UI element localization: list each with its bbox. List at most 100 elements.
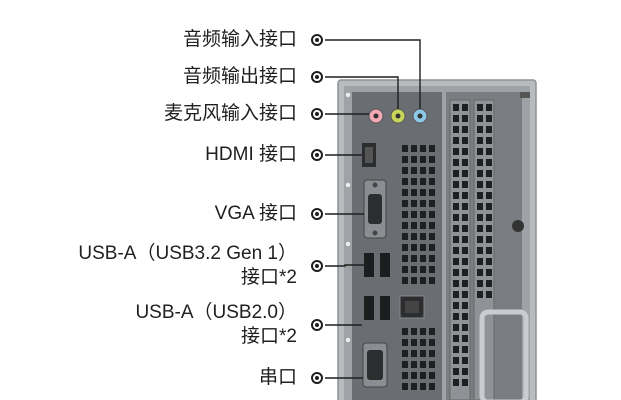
vent-hole bbox=[429, 383, 435, 390]
label-vga: VGA 接口 bbox=[214, 203, 297, 224]
vent-hole bbox=[411, 167, 417, 174]
vent-hole bbox=[462, 335, 468, 342]
vent-hole bbox=[462, 126, 468, 133]
vent-hole bbox=[411, 328, 417, 335]
vent-hole bbox=[429, 361, 435, 368]
vga-screw bbox=[372, 230, 378, 236]
vent-hole bbox=[486, 192, 492, 199]
vent-hole bbox=[453, 192, 459, 199]
vent-hole bbox=[411, 372, 417, 379]
vent-hole bbox=[402, 339, 408, 346]
vent-hole bbox=[477, 159, 483, 166]
vga-screw bbox=[372, 182, 378, 188]
screw bbox=[345, 182, 351, 188]
vent-hole bbox=[411, 189, 417, 196]
vent-hole bbox=[462, 324, 468, 331]
vent-hole bbox=[453, 170, 459, 177]
vent-hole bbox=[462, 313, 468, 320]
vent-hole bbox=[462, 379, 468, 386]
vent-hole bbox=[486, 181, 492, 188]
vent-hole bbox=[429, 372, 435, 379]
vent-hole bbox=[477, 247, 483, 254]
vent-hole bbox=[429, 189, 435, 196]
vent-hole bbox=[453, 357, 459, 364]
vent-hole bbox=[462, 258, 468, 265]
dot-audio-in bbox=[311, 34, 323, 46]
audio-out-jack-hole bbox=[395, 113, 401, 119]
vent-hole bbox=[411, 266, 417, 273]
vent-hole bbox=[420, 328, 426, 335]
vent-hole bbox=[402, 328, 408, 335]
vent-hole bbox=[429, 167, 435, 174]
vent-hole bbox=[402, 233, 408, 240]
vent-hole bbox=[453, 203, 459, 210]
vent-hole bbox=[411, 200, 417, 207]
vent-hole bbox=[411, 277, 417, 284]
vent-hole bbox=[486, 225, 492, 232]
vent-hole bbox=[420, 200, 426, 207]
vent-hole bbox=[462, 115, 468, 122]
vent-hole bbox=[477, 280, 483, 287]
vent-hole bbox=[486, 291, 492, 298]
vent-hole bbox=[453, 236, 459, 243]
screw bbox=[345, 92, 351, 98]
vent-hole bbox=[402, 255, 408, 262]
label-serial: 串口 bbox=[258, 367, 297, 388]
leader-audio-out bbox=[325, 76, 399, 109]
vent-hole bbox=[453, 335, 459, 342]
vent-hole bbox=[411, 255, 417, 262]
vent-hole bbox=[453, 247, 459, 254]
vent-hole bbox=[462, 368, 468, 375]
dot-vga bbox=[311, 208, 323, 220]
vent-hole bbox=[420, 178, 426, 185]
vent-hole bbox=[420, 339, 426, 346]
vent-hole bbox=[477, 225, 483, 232]
vent-hole bbox=[402, 350, 408, 357]
usb2-port-2 bbox=[380, 296, 390, 320]
vent-hole bbox=[486, 104, 492, 111]
vent-hole bbox=[420, 233, 426, 240]
vent-hole bbox=[420, 255, 426, 262]
vent-hole bbox=[453, 324, 459, 331]
vent-hole bbox=[429, 233, 435, 240]
vent-hole bbox=[486, 258, 492, 265]
vent-hole bbox=[453, 214, 459, 221]
top-latch bbox=[520, 92, 530, 98]
vent-hole bbox=[453, 225, 459, 232]
vent-hole bbox=[453, 368, 459, 375]
vent-hole bbox=[453, 269, 459, 276]
slot-vent-grid bbox=[453, 104, 492, 386]
vent-hole bbox=[453, 258, 459, 265]
vent-hole bbox=[462, 137, 468, 144]
vent-hole bbox=[402, 156, 408, 163]
vent-hole bbox=[477, 115, 483, 122]
vent-hole bbox=[429, 200, 435, 207]
vent-hole bbox=[420, 189, 426, 196]
screw bbox=[345, 337, 351, 343]
vent-hole bbox=[486, 148, 492, 155]
usb3-port-2 bbox=[380, 253, 390, 277]
vent-hole bbox=[402, 178, 408, 185]
vent-hole bbox=[477, 258, 483, 265]
vent-hole bbox=[477, 170, 483, 177]
vent-hole bbox=[402, 372, 408, 379]
vent-hole bbox=[462, 148, 468, 155]
label-usb2-line1: USB-A（USB2.0） bbox=[135, 302, 297, 323]
vent-hole bbox=[486, 280, 492, 287]
label-usb3-line1: USB-A（USB3.2 Gen 1） bbox=[78, 243, 297, 264]
vent-hole bbox=[402, 200, 408, 207]
vent-hole bbox=[486, 170, 492, 177]
vent-hole bbox=[486, 269, 492, 276]
vent-hole bbox=[462, 357, 468, 364]
vent-hole bbox=[453, 115, 459, 122]
vent-hole bbox=[462, 104, 468, 111]
vent-hole bbox=[411, 339, 417, 346]
vent-hole bbox=[420, 350, 426, 357]
io-vent-grid bbox=[402, 145, 435, 390]
vent-hole bbox=[477, 137, 483, 144]
label-usb2-line2: 接口*2 bbox=[241, 326, 297, 347]
vent-hole bbox=[462, 269, 468, 276]
vga-port bbox=[368, 194, 382, 224]
dot-mic-in bbox=[311, 108, 323, 120]
label-audio-in: 音频输入接口 bbox=[182, 29, 297, 50]
